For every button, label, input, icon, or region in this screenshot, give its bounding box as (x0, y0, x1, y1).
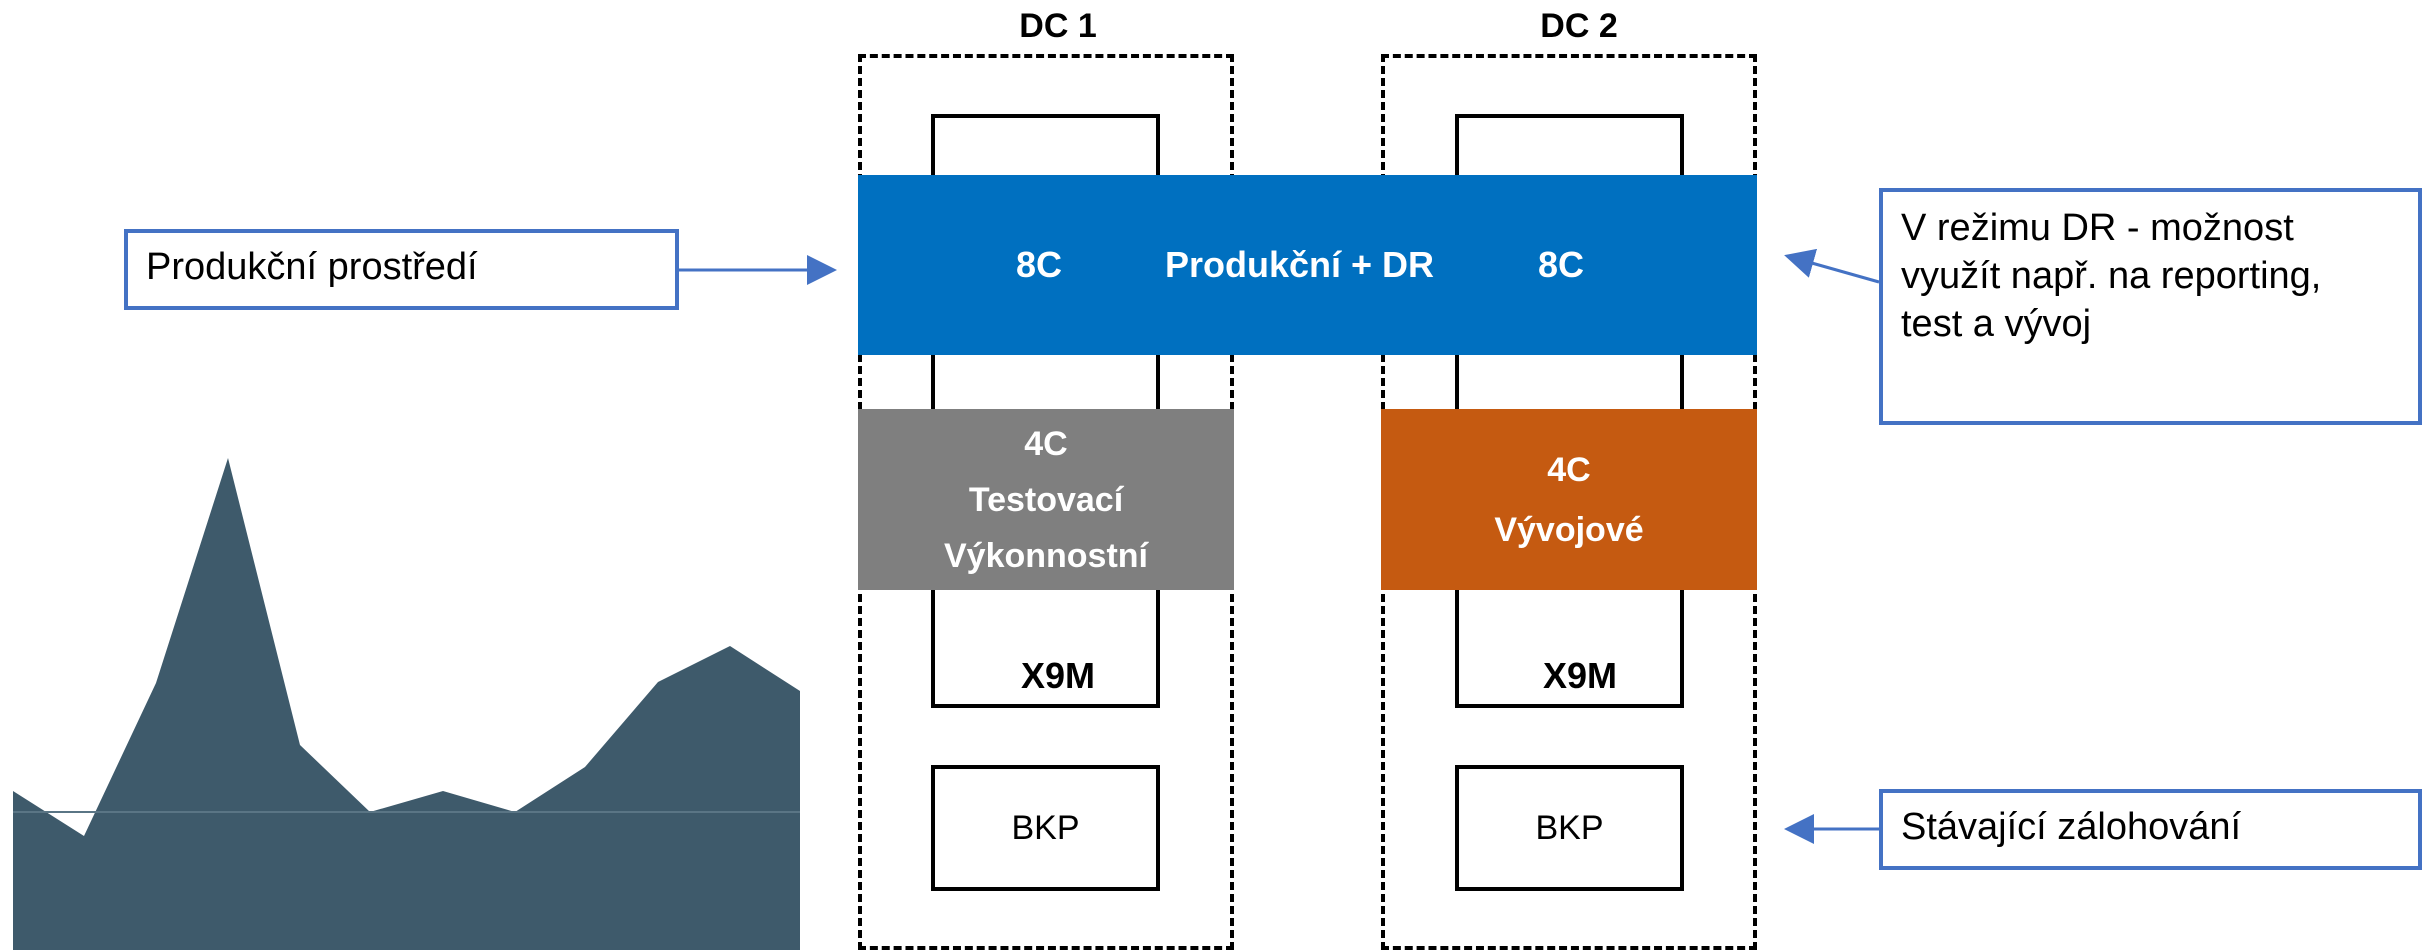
dc1-bkp-label: BKP (1011, 808, 1080, 847)
dr-callout-line1: V režimu DR - možnost (1901, 207, 2294, 249)
backup-callout: Stávající zálohování (1879, 789, 2422, 870)
dc2-x9m-label: X9M (1542, 655, 1618, 696)
dc1-title: DC 1 (1019, 7, 1097, 45)
mountain-chart-graphic (13, 458, 800, 950)
dc1-8c-label: 8C (1016, 244, 1063, 285)
grey-block-line2: Testovací (968, 480, 1124, 519)
test-performance-block: 4C Testovací Výkonnostní (858, 409, 1234, 590)
dc2-title: DC 2 (1540, 7, 1618, 45)
development-block: 4C Vývojové (1381, 409, 1757, 590)
band-center-label: Produkční + DR (1165, 244, 1435, 285)
arrow-left-icon (1784, 248, 1880, 284)
dc1-x9m-label: X9M (1020, 655, 1096, 696)
orange-block-line1: 4C (1547, 450, 1591, 489)
dr-callout-line3: test a vývoj (1901, 303, 2092, 345)
backup-callout-text: Stávající zálohování (1901, 806, 2242, 848)
production-callout-text: Produkční prostředí (146, 246, 478, 288)
production-dr-band: 8C Produkční + DR 8C (858, 175, 1757, 355)
dc2-8c-label: 8C (1538, 244, 1585, 285)
grey-block-line3: Výkonnostní (943, 536, 1149, 575)
dc2-bkp-box: BKP (1455, 765, 1684, 891)
production-callout: Produkční prostředí (124, 229, 679, 310)
dc1-bkp-box: BKP (931, 765, 1160, 891)
dr-callout: V režimu DR - možnost využít např. na re… (1879, 188, 2422, 425)
grey-block-line1: 4C (1024, 424, 1068, 463)
dr-callout-line2: využít např. na reporting, (1901, 255, 2322, 297)
dc2-bkp-label: BKP (1535, 808, 1604, 847)
orange-block-line2: Vývojové (1494, 510, 1644, 549)
